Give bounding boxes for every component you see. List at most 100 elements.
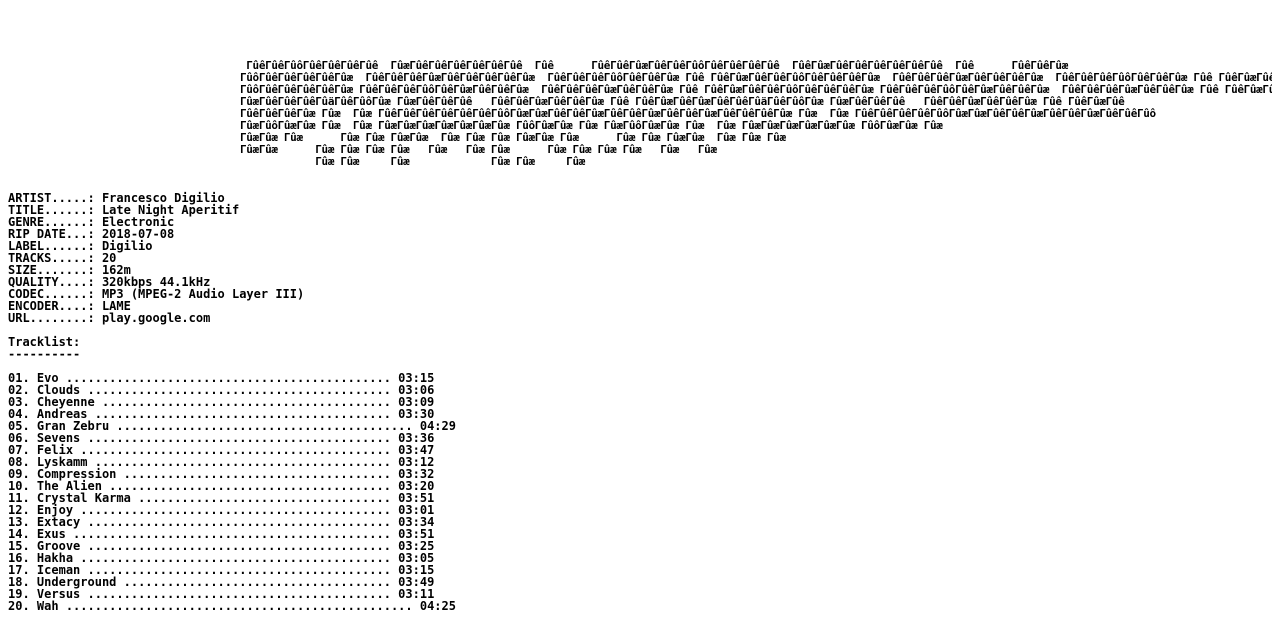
track-row: 17. Iceman .............................… xyxy=(8,564,456,576)
track-number: 13. xyxy=(8,515,30,529)
info-row: TRACKS.....: 20 xyxy=(8,252,304,264)
info-value: 320kbps 44.1kHz xyxy=(101,275,211,289)
track-row: 09. Compression ........................… xyxy=(8,468,456,480)
track-title: Underground xyxy=(36,575,117,589)
track-dot-leader: ........................................… xyxy=(80,383,399,397)
track-title: Evo xyxy=(36,371,59,385)
track-dot-leader: ..................................... xyxy=(116,575,399,589)
track-row: 18. Underground ........................… xyxy=(8,576,456,588)
track-duration: 03:11 xyxy=(398,587,435,601)
track-number: 02. xyxy=(8,383,30,397)
track-duration: 03:51 xyxy=(398,491,435,505)
info-separator: : xyxy=(87,275,102,289)
info-key: ARTIST..... xyxy=(8,191,88,205)
ascii-art-line: ΓûæΓûæ Γûæ Γûæ Γûæ Γûæ Γûæ Γûæ Γûæ Γûæ Γ… xyxy=(240,143,717,156)
info-row: ARTIST.....: Francesco Digilio xyxy=(8,192,304,204)
track-duration: 03:20 xyxy=(398,479,435,493)
track-dot-leader: ........................................… xyxy=(80,563,399,577)
track-dot-leader: ................................... xyxy=(130,491,399,505)
track-number: 04. xyxy=(8,407,30,421)
ascii-art-line: ΓûêΓûêΓûêΓûæ Γûæ Γûæ ΓûêΓûêΓûêΓûêΓûêΓûêΓ… xyxy=(240,107,1156,120)
track-row: 11. Crystal Karma ......................… xyxy=(8,492,456,504)
tracklist-underline: ---------- xyxy=(8,347,81,361)
track-row: 13. Extacy .............................… xyxy=(8,516,456,528)
ascii-art-line: ΓûæΓûæ Γûæ Γûæ Γûæ ΓûæΓûæ Γûæ Γûæ Γûæ Γû… xyxy=(240,131,786,144)
info-separator: : xyxy=(87,311,102,325)
tracklist-title: Tracklist: xyxy=(8,335,81,349)
track-number: 01. xyxy=(8,371,30,385)
track-number: 20. xyxy=(8,599,30,613)
track-dot-leader: ....................................... xyxy=(101,479,399,493)
info-value: Digilio xyxy=(101,239,153,253)
info-value: play.google.com xyxy=(101,311,211,325)
info-row: GENRE......: Electronic xyxy=(8,216,304,228)
track-dot-leader: ........................................… xyxy=(65,527,399,541)
track-row: 04. Andreas ............................… xyxy=(8,408,456,420)
track-duration: 03:32 xyxy=(398,467,435,481)
track-row: 03. Cheyenne ...........................… xyxy=(8,396,456,408)
track-title: Gran Zebru xyxy=(36,419,110,433)
track-row: 05. Gran Zebru .........................… xyxy=(8,420,456,432)
info-separator: : xyxy=(87,299,102,313)
track-number: 05. xyxy=(8,419,30,433)
info-separator: : xyxy=(87,263,102,277)
track-duration: 03:15 xyxy=(398,563,435,577)
track-title: Sevens xyxy=(36,431,81,445)
track-title: Felix xyxy=(36,443,74,457)
info-row: CODEC......: MP3 (MPEG-2 Audio Layer III… xyxy=(8,288,304,300)
track-row: 19. Versus .............................… xyxy=(8,588,456,600)
track-title: Cheyenne xyxy=(36,395,95,409)
track-number: 16. xyxy=(8,551,30,565)
track-number: 19. xyxy=(8,587,30,601)
track-duration: 03:47 xyxy=(398,443,435,457)
track-number: 17. xyxy=(8,563,30,577)
info-value: 2018-07-08 xyxy=(101,227,175,241)
track-number: 08. xyxy=(8,455,30,469)
info-value: LAME xyxy=(101,299,131,313)
track-duration: 04:29 xyxy=(419,419,456,433)
track-duration: 04:25 xyxy=(419,599,456,613)
track-dot-leader: ........................................… xyxy=(80,587,399,601)
track-duration: 03:12 xyxy=(398,455,435,469)
info-key: QUALITY.... xyxy=(8,275,88,289)
track-dot-leader: ........................................… xyxy=(87,455,399,469)
info-separator: : xyxy=(87,227,102,241)
track-number: 12. xyxy=(8,503,30,517)
info-key: TITLE...... xyxy=(8,203,88,217)
track-number: 07. xyxy=(8,443,30,457)
info-row: RIP DATE...: 2018-07-08 xyxy=(8,228,304,240)
track-duration: 03:01 xyxy=(398,503,435,517)
ascii-art-line: ΓûæΓûôΓûæΓûæ Γûæ Γûæ ΓûæΓûæΓûæΓûæΓûæΓûæΓ… xyxy=(240,119,943,132)
info-value: MP3 (MPEG-2 Audio Layer III) xyxy=(101,287,305,301)
track-number: 06. xyxy=(8,431,30,445)
tracklist: 01. Evo ................................… xyxy=(8,372,456,612)
info-key: RIP DATE... xyxy=(8,227,88,241)
track-duration: 03:09 xyxy=(398,395,435,409)
track-number: 11. xyxy=(8,491,30,505)
track-title: Enjoy xyxy=(36,503,74,517)
track-row: 16. Hakha ..............................… xyxy=(8,552,456,564)
track-row: 08. Lyskamm ............................… xyxy=(8,456,456,468)
info-key: SIZE....... xyxy=(8,263,88,277)
track-number: 14. xyxy=(8,527,30,541)
info-row: LABEL......: Digilio xyxy=(8,240,304,252)
track-row: 07. Felix ..............................… xyxy=(8,444,456,456)
ascii-art-line: ΓûôΓûêΓûêΓûêΓûêΓûæ ΓûêΓûêΓûêΓûôΓûêΓûæΓûê… xyxy=(240,83,1272,96)
track-duration: 03:06 xyxy=(398,383,435,397)
info-key: URL........ xyxy=(8,311,88,325)
track-title: Iceman xyxy=(36,563,81,577)
info-separator: : xyxy=(87,203,102,217)
track-number: 09. xyxy=(8,467,30,481)
ascii-art-line: Γûæ Γûæ Γûæ Γûæ Γûæ Γûæ xyxy=(240,155,585,168)
info-value: Francesco Digilio xyxy=(101,191,225,205)
info-key: LABEL...... xyxy=(8,239,88,253)
track-row: 02. Clouds .............................… xyxy=(8,384,456,396)
info-row: ENCODER....: LAME xyxy=(8,300,304,312)
track-number: 10. xyxy=(8,479,30,493)
track-title: The Alien xyxy=(36,479,102,493)
track-row: 12. Enjoy ..............................… xyxy=(8,504,456,516)
track-dot-leader: ........................................… xyxy=(73,551,399,565)
info-row: SIZE.......: 162m xyxy=(8,264,304,276)
track-duration: 03:34 xyxy=(398,515,435,529)
